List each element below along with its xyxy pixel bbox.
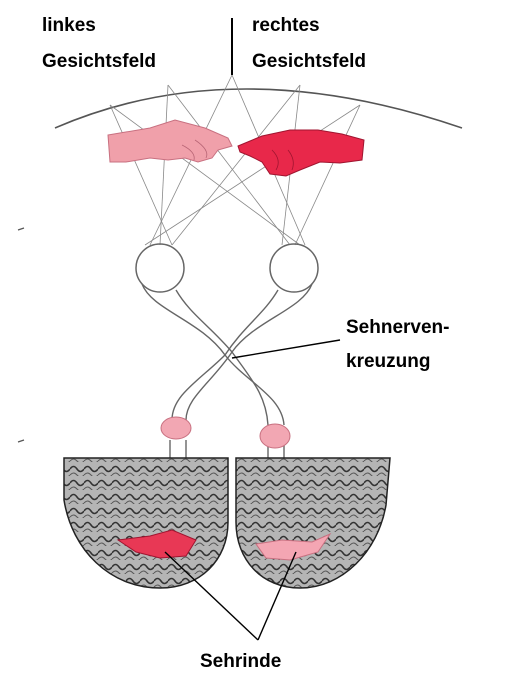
left-field-label-line2: Gesichtsfeld	[42, 52, 156, 71]
left-field-label-line1: linkes	[42, 16, 96, 35]
margin-mark-upper	[18, 228, 24, 230]
right-hand	[238, 130, 364, 176]
left-eye	[136, 244, 184, 292]
left-hand	[108, 120, 232, 162]
left-lgn	[161, 417, 191, 439]
margin-mark-lower	[18, 440, 24, 442]
right-hemisphere	[236, 458, 390, 588]
right-lgn	[260, 424, 290, 448]
visual-field-arc	[55, 89, 462, 128]
chiasm-pointer	[232, 340, 340, 358]
visual-cortex-label: Sehrinde	[200, 652, 281, 671]
brain	[64, 458, 390, 588]
right-field-label-line2: Gesichtsfeld	[252, 52, 366, 71]
right-field-label-line1: rechtes	[252, 16, 320, 35]
chiasm-label-line2: kreuzung	[346, 352, 430, 371]
chiasm-label-line1: Sehnerven-	[346, 318, 449, 337]
left-hemisphere	[64, 458, 228, 588]
right-eye	[270, 244, 318, 292]
